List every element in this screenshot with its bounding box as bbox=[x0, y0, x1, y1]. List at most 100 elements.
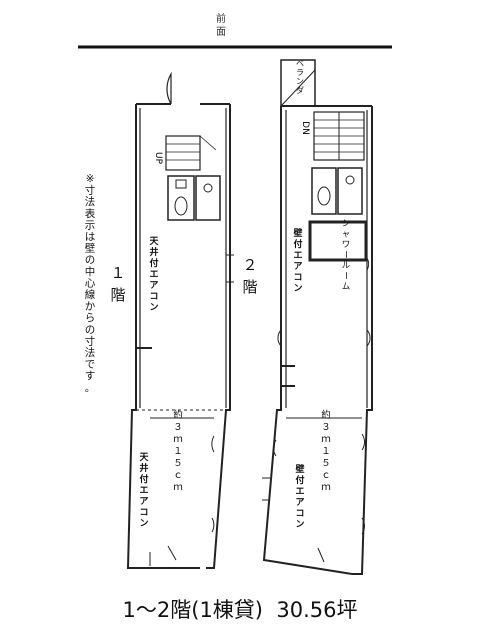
floor1-ceiling-ac-label-char: ア bbox=[149, 280, 158, 291]
floor1-dimension-label-char: ３ bbox=[173, 422, 183, 433]
floor1-ceiling-ac-label-char: コ bbox=[149, 292, 158, 302]
floor1-ceiling-ac-rear-label-char: 井 bbox=[139, 462, 148, 474]
dimension-note-char: か bbox=[85, 301, 96, 313]
dimension-note-char: 示 bbox=[85, 219, 96, 231]
dimension-note-char: ら bbox=[85, 312, 96, 324]
dimension-note-char: 壁 bbox=[85, 242, 96, 255]
dimension-note-char: の bbox=[85, 324, 96, 336]
dimension-note-char: は bbox=[85, 231, 96, 243]
dimension-note-char: 寸 bbox=[85, 334, 96, 347]
floor2-plan bbox=[262, 59, 373, 575]
floor2-shower-room-label-char: シ bbox=[342, 219, 351, 229]
floor2-dimension-label-char: ｍ bbox=[321, 434, 331, 445]
floor1-stair bbox=[165, 135, 201, 171]
floor1-ceiling-ac-rear-label-char: 付 bbox=[139, 473, 148, 485]
vertical-text-layer: ※寸法表示は壁の中心線からの寸法です。１階天井付エアコン約３ｍ１５ｃｍ天井付エア… bbox=[85, 59, 351, 530]
floor2-veranda-label-char: ベ bbox=[296, 59, 304, 68]
floor2-wall-ac-rear-label-char: エ bbox=[295, 487, 304, 497]
dimension-note-char: の bbox=[85, 254, 96, 266]
floor2-label: ２階 bbox=[242, 256, 257, 296]
floor1-ceiling-ac-rear-label-char: ア bbox=[139, 496, 148, 507]
dimension-note-char: 。 bbox=[85, 382, 96, 394]
floor2-dimension-label-char: １ bbox=[321, 446, 331, 457]
floor1-dimension-label-char: 約 bbox=[173, 409, 183, 421]
floor2-toilet-room bbox=[311, 167, 337, 215]
floor2-shower-room-label-char: ワ bbox=[342, 240, 351, 250]
road-label-char-2: 面 bbox=[216, 27, 226, 38]
floor1-ceiling-ac-label-char: 付 bbox=[149, 257, 158, 269]
floor1-ceiling-ac-rear-label-char: ン bbox=[139, 518, 148, 529]
floor2-wall-ac-rear-label-char: ン bbox=[295, 519, 304, 530]
floor2-outer-left-wall bbox=[262, 106, 353, 575]
floor2-wall-ac-rear-label-char: 付 bbox=[295, 474, 304, 486]
floor2-dimension-label-char: ３ bbox=[321, 422, 331, 433]
road-label-char-1: 前 bbox=[216, 12, 226, 25]
floor1-ceiling-ac-label-char: ン bbox=[149, 302, 158, 313]
floor2-dimension-label-char: ｍ bbox=[321, 482, 331, 493]
dimension-note-char: 心 bbox=[85, 277, 96, 289]
floor1-dimension-label-char: ｃ bbox=[173, 470, 183, 481]
floor1-up-label: UP bbox=[153, 152, 163, 165]
floor1-washroom bbox=[195, 175, 221, 221]
dimension-note-char: ※ bbox=[86, 173, 95, 185]
dimension-note-char: 寸 bbox=[85, 184, 96, 197]
dimension-note-char: す bbox=[85, 370, 96, 382]
floor1-label-char: 階 bbox=[110, 286, 125, 304]
floor2-dimension-label-char: ５ bbox=[321, 458, 331, 469]
floor1-dimension-label-char: ｍ bbox=[173, 482, 183, 493]
floor2-veranda-label-char: ン bbox=[296, 77, 304, 86]
floor1-dimension-label-char: ５ bbox=[173, 458, 183, 469]
dimension-note-char: 法 bbox=[85, 346, 96, 359]
floor1-dimension-label-char: ｍ bbox=[173, 434, 183, 445]
floor1-ceiling-ac-label-char: 天 bbox=[149, 236, 159, 247]
dimension-note-char: 法 bbox=[85, 195, 96, 208]
floor2-washroom bbox=[337, 167, 363, 215]
floor2-dimension-label-char: 約 bbox=[321, 409, 331, 421]
dimension-note-char: 中 bbox=[85, 265, 96, 278]
floor2-wall-ac-label-char: 付 bbox=[293, 238, 302, 250]
floor2-wall-ac-label-char: コ bbox=[293, 273, 302, 283]
road-label: 前 面 bbox=[216, 12, 226, 38]
dimension-note-char: で bbox=[85, 359, 96, 371]
floor2-wall-ac-label-char: ン bbox=[293, 283, 302, 294]
floor2-outer-right-wall bbox=[352, 106, 373, 575]
floor-plan-caption: 1～2階(1棟貸) 30.56坪 bbox=[122, 598, 358, 622]
floor2-wall-ac-label-char: ア bbox=[293, 261, 302, 272]
floor2-shower-room bbox=[308, 220, 368, 262]
floor2-veranda-label-char: ラ bbox=[296, 68, 304, 77]
floor1-label: １階 bbox=[110, 264, 125, 304]
floor2-wall-ac-label-char: 壁 bbox=[293, 227, 302, 239]
floor1-ceiling-ac-rear-label-char: 天 bbox=[139, 452, 149, 463]
floor2-veranda-label-char: ダ bbox=[296, 85, 304, 95]
dimension-note-char: 表 bbox=[85, 207, 96, 220]
floor2-shower-room-label-char: ャ bbox=[342, 230, 351, 240]
floor1-entrance-door bbox=[166, 71, 172, 105]
floor1-ceiling-ac-label-char: 井 bbox=[149, 246, 158, 258]
floor1-ceiling-ac-rear-label-char: コ bbox=[139, 508, 148, 518]
floor2-wall-ac-rear-label-char: 壁 bbox=[295, 463, 304, 475]
floor2-wall-ac-rear-label-char: コ bbox=[295, 509, 304, 519]
dimension-note-char: 線 bbox=[85, 288, 96, 301]
floor1-plan bbox=[126, 71, 234, 569]
floor1-label-char: １ bbox=[110, 264, 125, 282]
floor2-dn-label: DN bbox=[300, 121, 310, 135]
floor1-ceiling-ac-rear-label-char: エ bbox=[139, 486, 148, 496]
floor1-ceiling-ac-label-char: エ bbox=[149, 270, 158, 280]
floor2-dimension-label-char: ｃ bbox=[321, 470, 331, 481]
floor2-shower-room-label-char: ム bbox=[342, 282, 351, 292]
floor2-label-char: 階 bbox=[242, 278, 257, 296]
floor1-dimension-label-char: １ bbox=[173, 446, 183, 457]
floor2-shower-room-label-char: ー bbox=[340, 271, 350, 280]
floor2-wall-ac-label-char: エ bbox=[293, 251, 302, 261]
floor2-shower-room-label-char: ル bbox=[342, 261, 351, 271]
